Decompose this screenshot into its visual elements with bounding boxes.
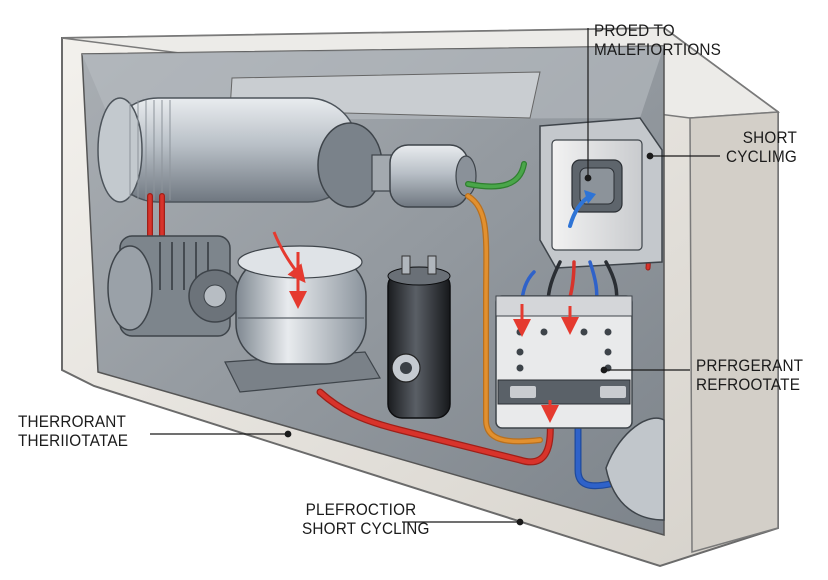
refrigerant-tubing (147, 161, 651, 490)
callout-top-right-line2: MALEFIORTIONS (594, 40, 722, 59)
contactor-block (495, 295, 633, 429)
callout-right-upper-line2: CYCLIMG (726, 147, 797, 166)
callout-right-upper-line1: SHORT (742, 128, 797, 147)
callout-top-right: PROED TO MALEFIORTIONS (594, 21, 721, 59)
fan-motor (107, 235, 242, 337)
callout-left-lower: THERRORANT THERIIOTATAE (18, 412, 128, 450)
callout-right-middle-line2: REFROOTATE (696, 375, 801, 394)
callout-left-lower-line2: THERIIOTATAE (18, 431, 129, 450)
callout-top-right-line1: PROED TO (594, 21, 675, 40)
pressure-switch-box (539, 117, 663, 269)
condenser-elbow (605, 417, 665, 521)
blower-fan-cylinder (97, 97, 477, 208)
callout-left-lower-line1: THERRORANT (18, 412, 127, 431)
flow-indicator-arrows (272, 231, 579, 423)
callout-leader-lines (150, 28, 720, 526)
capacitor (387, 255, 451, 419)
callout-bottom: PLEFROCTIOR SHORT CYCLING (302, 500, 430, 538)
callout-right-middle: PRFRGERANT REFROOTATE (696, 356, 803, 394)
compressor (224, 245, 381, 393)
callout-bottom-line2: SHORT CYCLING (302, 519, 430, 538)
callout-right-middle-line1: PRFRGERANT (696, 356, 804, 375)
callout-right-upper: SHORT CYCLIMG (726, 128, 797, 166)
callout-bottom-line1: PLEFROCTIOR (305, 500, 417, 519)
